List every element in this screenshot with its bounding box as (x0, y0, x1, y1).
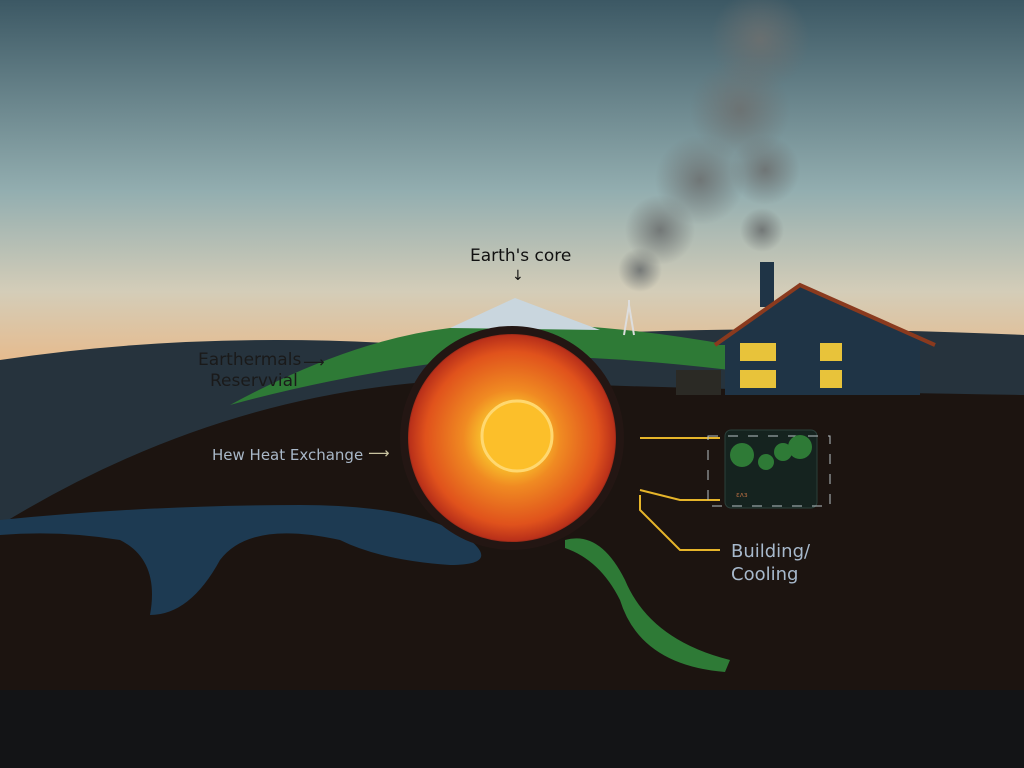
smoke-plume (618, 0, 810, 292)
panel-text: ɛʌɜ (736, 491, 748, 499)
tree-panel (707, 429, 831, 509)
underground-water (0, 505, 482, 615)
arrow-right-icon: ⟶ (303, 353, 325, 371)
earths-core-label: Earth's core (470, 246, 572, 266)
grass-hill (230, 324, 730, 405)
reservoir-label-line1: Earthermals (198, 350, 302, 370)
green-pipe (565, 538, 730, 672)
arrow-down-icon: ↓ (512, 268, 524, 284)
heat-exchange-label: Hew Heat Exchange (212, 446, 364, 464)
foreground-shadow (0, 690, 1024, 768)
house (676, 262, 936, 395)
heat-pipes (639, 437, 720, 551)
building-label-line2: Cooling (731, 564, 799, 585)
mountain-peak (450, 298, 600, 330)
arrow-right-icon: ⟶ (368, 444, 390, 462)
building-label-line1: Building/ (731, 541, 811, 562)
drill-tower (623, 300, 635, 336)
reservoir-label-line2: Reservvial (210, 371, 298, 391)
building-cooling-label: Building/ Cooling (731, 540, 810, 586)
